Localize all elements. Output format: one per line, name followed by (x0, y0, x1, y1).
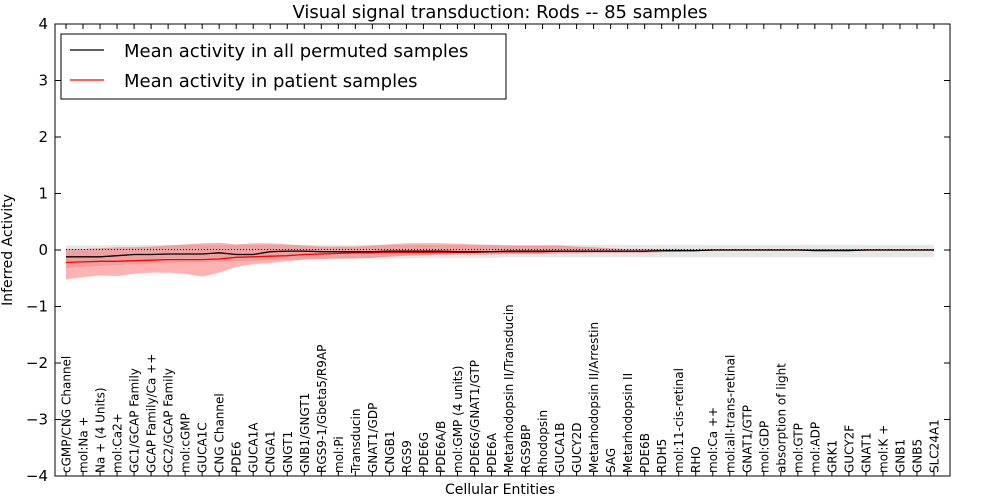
x-tick-label: mol:all-trans-retinal (723, 355, 737, 473)
x-tick-label: PDE6A/B (434, 421, 448, 473)
x-tick-label: Na + (4 Units) (94, 387, 108, 473)
plot-frame (54, 23, 951, 477)
series-lines (65, 249, 934, 264)
y-axis-label: Inferred Activity (0, 194, 16, 306)
x-tick-label: SLC24A1 (928, 419, 942, 473)
x-tick-label: CNGA1 (264, 431, 278, 474)
x-tick-label: PDE6 (230, 441, 244, 473)
x-tick-label: SAG (604, 448, 618, 473)
x-tick-label: mol:GTP (791, 423, 805, 473)
x-tick-label: GC2/GCAP Family (162, 368, 176, 473)
x-tick-label: GNB1 (894, 439, 908, 473)
x-tick-label: mol:GDP (757, 421, 771, 473)
x-tick-label: Transducin (349, 409, 363, 474)
x-tick-label: RGS9-1/Gbeta5/R9AP (315, 345, 329, 473)
x-tick-label: mol:ADP (808, 422, 822, 473)
legend-label-patient: Mean activity in patient samples (124, 71, 418, 92)
x-tick-label: GUCY2D (570, 423, 584, 473)
x-tick-label: GUCA1C (196, 422, 210, 473)
x-tick-label: GNB5 (911, 439, 925, 473)
y-tick-label: −4 (26, 467, 48, 485)
x-tick-label: GNB1/GNGT1 (298, 393, 312, 473)
x-tick-label: Metarhodopsin II (621, 373, 635, 473)
x-tick-label: GNAT1 (859, 432, 873, 473)
y-tick-label: 3 (38, 72, 48, 90)
x-tick-label: mol:GMP (4 units) (451, 366, 465, 473)
x-tick-label: RGS9BP (519, 425, 533, 473)
y-tick-label: 4 (38, 15, 48, 33)
x-tick-label: PDE6G/GNAT1/GTP (468, 360, 482, 473)
x-tick-label: GRK1 (825, 440, 839, 473)
x-tick-label: PDE6G (417, 432, 431, 473)
x-tick-label: RGS9 (400, 440, 414, 473)
y-tick-label: −2 (26, 354, 48, 372)
series-line-permuted (66, 249, 934, 258)
x-tick-label: GUCA1B (553, 422, 567, 473)
legend-box (60, 33, 507, 100)
x-tick-label: GUCA1A (247, 422, 261, 473)
confidence-bands (66, 242, 934, 280)
x-tick-label: RHO (689, 446, 703, 473)
y-tick-label: −1 (26, 298, 48, 316)
x-tick-label: RDH5 (655, 439, 669, 473)
x-tick-label: GNAT1/GDP (366, 403, 380, 473)
x-tick-label: GNAT1/GTP (740, 405, 754, 473)
x-tick-label: PDE6B (638, 433, 652, 473)
x-tick-label: mol:K + (876, 425, 890, 473)
legend: Mean activity in all permuted samples Me… (60, 33, 507, 100)
x-tick-label: GNGT1 (281, 431, 295, 473)
x-axis-label: Cellular Entities (445, 482, 555, 498)
x-tick-label: Metarhodopsin II/Arrestin (587, 322, 601, 473)
y-tick-label: −3 (26, 411, 48, 429)
x-tick-label: Rhodopsin (536, 410, 550, 473)
x-tick-label: CNG Channel (213, 393, 227, 473)
x-tick-label: mol:Ca ++ (706, 407, 720, 473)
legend-label-permuted: Mean activity in all permuted samples (124, 41, 468, 62)
x-tick-label: mol:Pi (332, 436, 346, 473)
x-tick-label: mol:11-cis-retinal (672, 368, 686, 473)
x-tick-label: absorption of light (774, 363, 788, 473)
y-tick-label: 2 (38, 128, 48, 146)
chart-title: Visual signal transduction: Rods -- 85 s… (292, 2, 707, 23)
x-tick-label: mol:Na + (77, 416, 91, 473)
x-tick-label: CNGB1 (383, 430, 397, 473)
y-tick-label: 1 (38, 185, 48, 203)
x-tick-label: GCAP Family/Ca ++ (145, 354, 159, 473)
x-tick-label: PDE6A (485, 432, 499, 473)
x-tick-label: mol:Ca2+ (111, 413, 125, 473)
x-tick-label: cGMP/CNG Channel (60, 356, 74, 473)
y-tick-label: 0 (38, 241, 48, 259)
axis-ticks: 4 3 2 1 0 −1 −2 −3 −4 (26, 15, 950, 485)
x-tick-label: GC1/GCAP Family (128, 368, 142, 473)
x-tick-label: mol:cGMP (179, 413, 193, 473)
x-tick-label: GUCY2F (842, 425, 856, 473)
x-tick-label: Metarhodopsin II/Transducin (502, 304, 516, 473)
